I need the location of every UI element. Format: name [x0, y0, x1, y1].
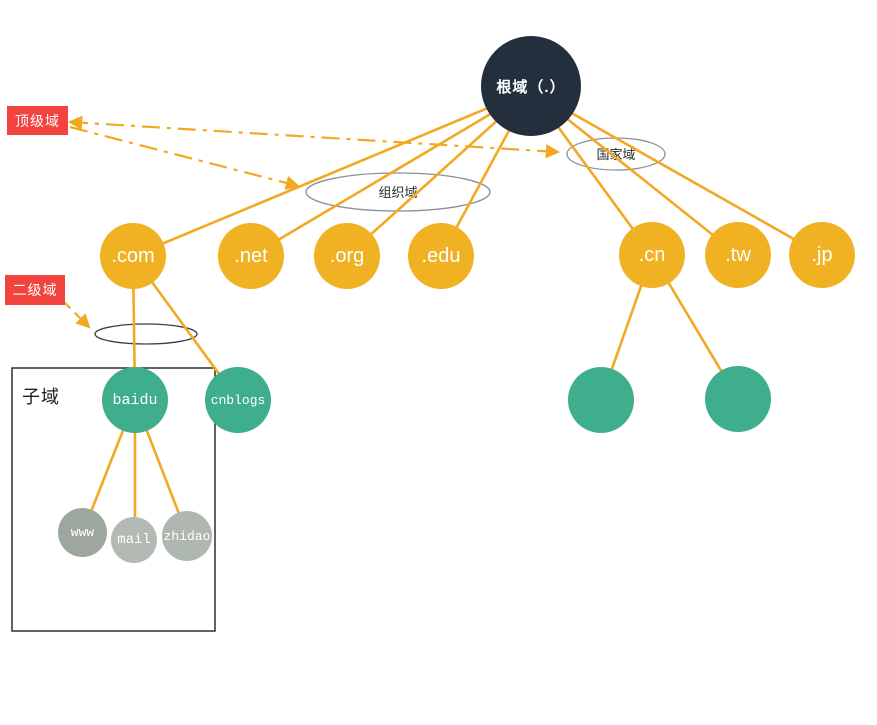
- tld-node-jp: .jp: [789, 222, 855, 288]
- second-level-node-cnblogs: cnblogs: [205, 367, 271, 433]
- subdomain-node-www: www: [58, 508, 107, 557]
- arrow-toplevel-to-country: [67, 115, 561, 159]
- tld-node-edu: .edu: [408, 223, 474, 289]
- country-domain-ellipse: 国家域: [566, 137, 666, 171]
- subdomain-box: [11, 367, 216, 632]
- second-level-ellipse: [94, 323, 198, 345]
- second-level-node-unlabeled-1: [568, 367, 634, 433]
- subdomain-caption: 子域: [22, 387, 60, 407]
- org-domain-label: 组织域: [378, 185, 417, 200]
- tld-node-net: .net: [218, 223, 284, 289]
- annotation-arrows: [63, 115, 561, 329]
- country-domain-label: 国家域: [596, 147, 635, 162]
- second-level-domain-label: 二级域: [5, 275, 65, 305]
- org-domain-ellipse: 组织域: [305, 172, 491, 212]
- tld-node-org: .org: [314, 223, 380, 289]
- tld-node-tw: .tw: [705, 222, 771, 288]
- top-level-domain-label: 顶级域: [7, 106, 68, 135]
- tld-node-cn: .cn: [619, 222, 685, 288]
- subdomain-node-zhidao: zhidao: [162, 511, 212, 561]
- tld-node-com: .com: [100, 223, 166, 289]
- tree-edges: [81, 88, 823, 541]
- arrow-toplevel-to-org: [69, 125, 301, 190]
- second-level-node-baidu: baidu: [102, 367, 168, 433]
- second-level-node-unlabeled-2: [705, 366, 771, 432]
- root-domain-node: 根域（.）: [481, 36, 581, 136]
- subdomain-node-mail: mail: [111, 517, 157, 563]
- arrow-secondlevel-to-ellipse: [63, 301, 91, 329]
